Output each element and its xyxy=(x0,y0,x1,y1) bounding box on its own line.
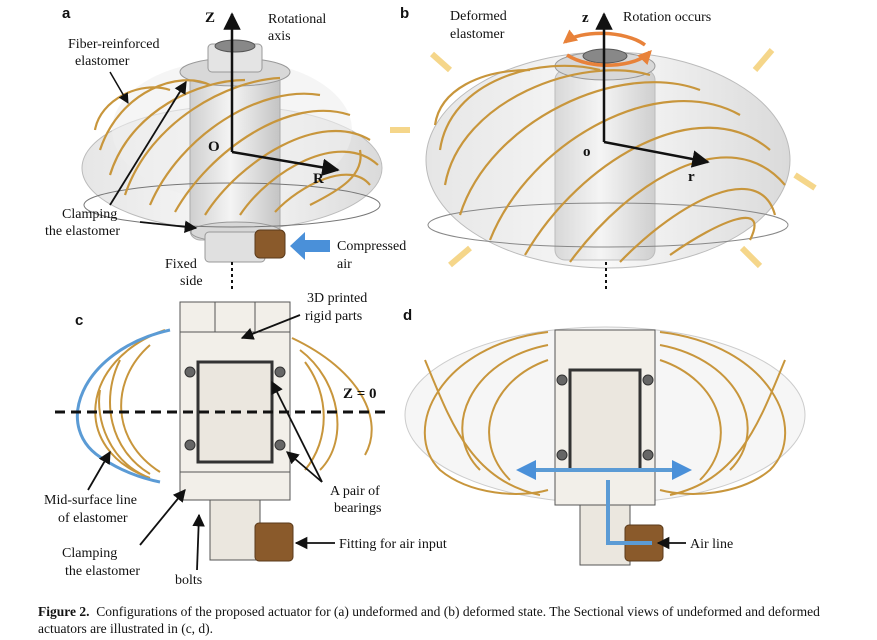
panel-b-rotation-label: Rotation occurs xyxy=(623,10,711,25)
panel-a-clamp-pointer-1 xyxy=(109,80,187,206)
panel-c-printed-pointer xyxy=(240,314,301,340)
panel-b-origin-label: o xyxy=(583,144,591,160)
panel-a-top-bearing xyxy=(214,39,256,53)
panel-c-fitting xyxy=(254,522,294,562)
panel-b-expansion-arrows xyxy=(390,48,817,269)
panel-b-deformed-label-1: Deformed xyxy=(450,9,507,24)
panel-a-fiber-label-1: Fiber-reinforced xyxy=(68,37,159,52)
panel-d-airline-label: Air line xyxy=(690,537,733,552)
panel-a-fitting xyxy=(254,229,286,259)
panel-c-printed-label-2: rigid parts xyxy=(305,309,362,324)
panel-a-clamp-label-1: Clamping xyxy=(62,207,117,222)
panel-b-letter: b xyxy=(400,5,409,22)
panel-a-clamp-pointer-2 xyxy=(139,220,198,234)
panel-a-r-axis-arrow xyxy=(231,150,340,176)
panel-b-r-label: r xyxy=(688,169,695,185)
caption-text: Configurations of the proposed actuator … xyxy=(38,604,820,636)
panel-c-bolts-label: bolts xyxy=(175,573,202,588)
panel-b-rotation-arrow-back xyxy=(566,49,652,67)
panel-d: d Air line xyxy=(403,307,806,566)
panel-c-z0-label: Z = 0 xyxy=(343,386,377,402)
panel-a-rotational-axis-label-1: Rotational xyxy=(268,12,326,27)
panel-b-r-axis-arrow xyxy=(603,140,710,168)
panel-a-compressed-air-arrow xyxy=(290,232,330,260)
panel-a-rotational-axis-label-2: axis xyxy=(268,29,291,44)
panel-c-midsurface-pointer xyxy=(87,450,111,491)
panel-c-clamp-label-2: the elastomer xyxy=(65,564,140,579)
panel-b-z-label: z xyxy=(582,10,589,26)
panel-d-inner-body xyxy=(568,368,642,472)
panel-d-air-line xyxy=(606,480,652,545)
panel-b-clamp-ring xyxy=(427,202,789,248)
panel-c-base-tube xyxy=(209,499,261,561)
panel-d-fibers xyxy=(423,331,787,496)
panel-a-clamp-label-2: the elastomer xyxy=(45,224,120,239)
panel-c-bearings xyxy=(184,366,286,451)
panel-a-air-label-2: air xyxy=(337,257,352,272)
panel-a-letter: a xyxy=(62,5,71,22)
panel-c-bolts-pointer xyxy=(192,513,205,571)
figure-caption: Figure 2. Configurations of the proposed… xyxy=(38,603,858,637)
panel-a-r-label: R xyxy=(313,171,324,187)
panel-a-air-label-1: Compressed xyxy=(337,239,406,254)
panel-a-fibers xyxy=(93,76,379,216)
caption-label: Figure 2. xyxy=(38,604,90,619)
panel-a-origin-label: O xyxy=(208,139,220,155)
panel-b-fibers xyxy=(433,64,786,263)
panel-c-midsurface-line xyxy=(76,328,171,484)
panel-c-midsurface-label-2: of elastomer xyxy=(58,511,128,526)
panel-c-bearing-pointer-1 xyxy=(271,380,323,483)
panel-a-z-label: Z xyxy=(205,10,215,26)
panel-b-deformed-label-2: elastomer xyxy=(450,27,505,42)
panel-a-fiber-pointer xyxy=(109,71,129,104)
panel-c-fibers xyxy=(94,329,373,479)
panel-a-fiber-label-2: elastomer xyxy=(75,54,130,69)
panel-c-midsurface-label-1: Mid-surface line xyxy=(44,493,137,508)
panel-c-clamp-label-1: Clamping xyxy=(62,546,117,561)
panel-c-clamp-pointer xyxy=(139,489,186,546)
panel-c-letter: c xyxy=(75,312,83,329)
panel-d-letter: d xyxy=(403,307,412,324)
panel-a-fixed-label-1: Fixed xyxy=(165,257,197,272)
panel-c-printed-label-1: 3D printed xyxy=(307,291,367,306)
panel-c-fitting-label: Fitting for air input xyxy=(339,537,447,552)
panel-b: b z r o D xyxy=(390,5,817,290)
panel-c: c Z = 0 3D printed rigid parts A pair xyxy=(44,291,447,588)
panel-a: a Z R O Rotational axis xyxy=(45,5,406,290)
panel-d-bearings xyxy=(556,374,654,461)
panel-c-rigid-part-lower xyxy=(179,471,291,501)
panel-c-bearings-label-1: A pair of xyxy=(330,484,380,499)
panel-c-bearing-pointer-2 xyxy=(286,451,323,483)
panel-d-base-tube xyxy=(579,504,631,566)
panel-c-bearings-label-2: bearings xyxy=(334,501,381,516)
panel-a-fixed-label-2: side xyxy=(180,274,203,289)
